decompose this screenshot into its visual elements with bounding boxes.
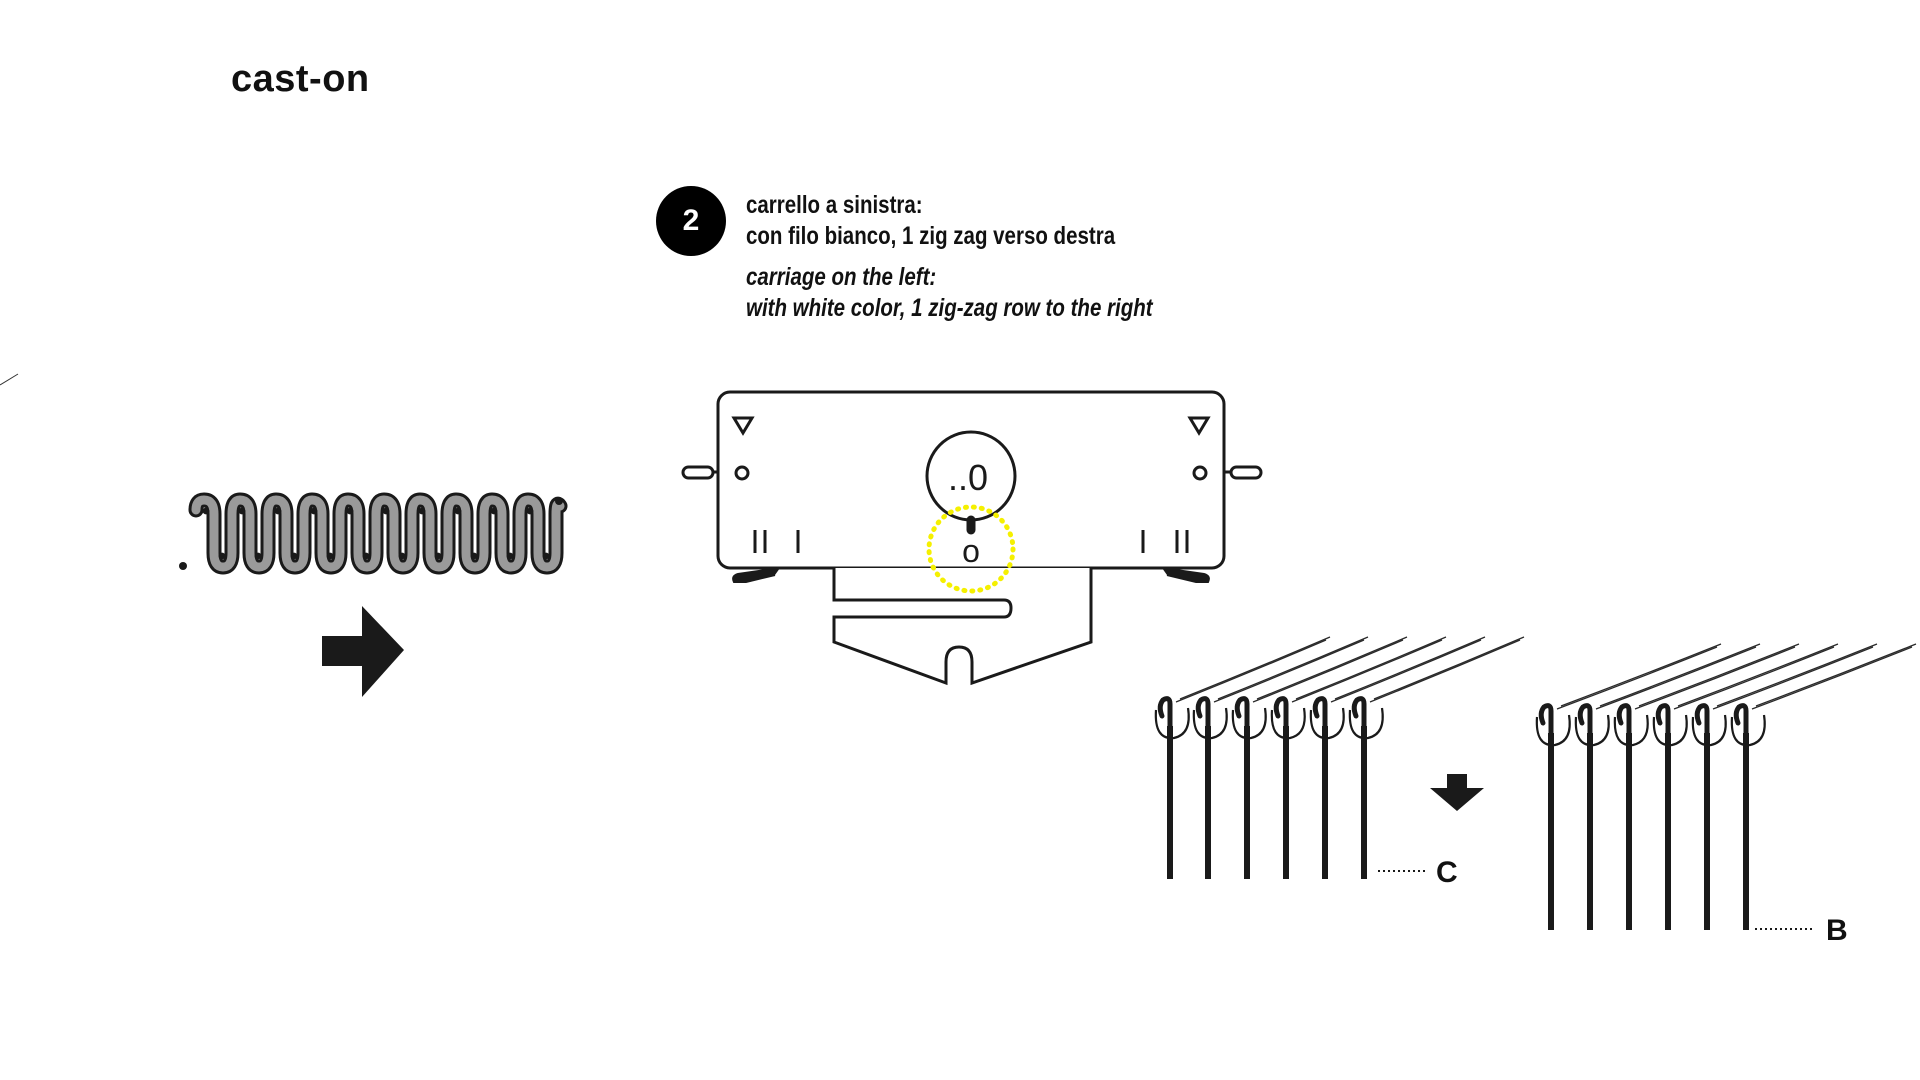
stitch-dot [398, 552, 406, 560]
instruction-italian-line-1: carrello a sinistra: [746, 191, 923, 219]
label-b: B [1826, 914, 1848, 947]
needle [1613, 643, 1800, 930]
stitch-dot [490, 507, 498, 515]
stitch-dot [326, 552, 334, 560]
edge-stroke [0, 373, 19, 386]
needle-group-b [1535, 643, 1917, 930]
needle [1574, 643, 1761, 930]
needle [1652, 643, 1839, 930]
page-title: cast-on [231, 58, 370, 100]
triangle-marker-icon [1187, 416, 1211, 436]
stitch-dot [362, 552, 370, 560]
arrow-down-icon [1430, 774, 1484, 811]
stitch-dot [434, 552, 442, 560]
stitch-dot [218, 552, 226, 560]
stitch-dot [238, 507, 246, 515]
stitch-dot [274, 507, 282, 515]
step-number-badge: 2 [656, 186, 726, 256]
instruction-italian: carrello a sinistra: con filo bianco, 1 … [746, 190, 1115, 252]
needle [1192, 636, 1369, 879]
stitch-dot [526, 507, 534, 515]
instruction-english: carriage on the left: with white color, … [746, 262, 1153, 324]
stitch-dot [290, 552, 298, 560]
stitch-dot [506, 552, 514, 560]
zigzag-stitch-icon [179, 492, 568, 575]
needle [1270, 636, 1447, 879]
stitch-dot [254, 552, 262, 560]
stitch-dot [542, 552, 550, 560]
arrow-right-icon [322, 606, 404, 697]
stitch-dot [346, 507, 354, 515]
needle [1730, 643, 1917, 930]
carriage-right-handle [1229, 465, 1263, 480]
carriage-diagram [681, 390, 1263, 686]
needle-group-c [1154, 636, 1525, 879]
carriage-left-handle [681, 465, 715, 480]
dial-value: ..0 [948, 457, 988, 498]
needle [1231, 636, 1408, 879]
needle [1309, 636, 1486, 879]
instruction-english-line-2: with white color, 1 zig-zag row to the r… [746, 294, 1153, 322]
needle [1535, 643, 1722, 930]
setting-label: o [962, 533, 980, 569]
stitch-dot [418, 507, 426, 515]
triangle-marker-icon [731, 416, 755, 436]
label-c: C [1436, 856, 1458, 889]
highlight-dotted-circle [926, 504, 1016, 594]
stitch-dot [382, 507, 390, 515]
stitch-dot [202, 507, 210, 515]
needle [1348, 636, 1525, 879]
instruction-english-line-1: carriage on the left: [746, 263, 937, 291]
stitch-dot [454, 507, 462, 515]
stitch-dot [470, 552, 478, 560]
needle [1691, 643, 1878, 930]
stitch-dot [310, 507, 318, 515]
needle [1154, 636, 1331, 879]
instruction-italian-line-2: con filo bianco, 1 zig zag verso destra [746, 222, 1116, 250]
